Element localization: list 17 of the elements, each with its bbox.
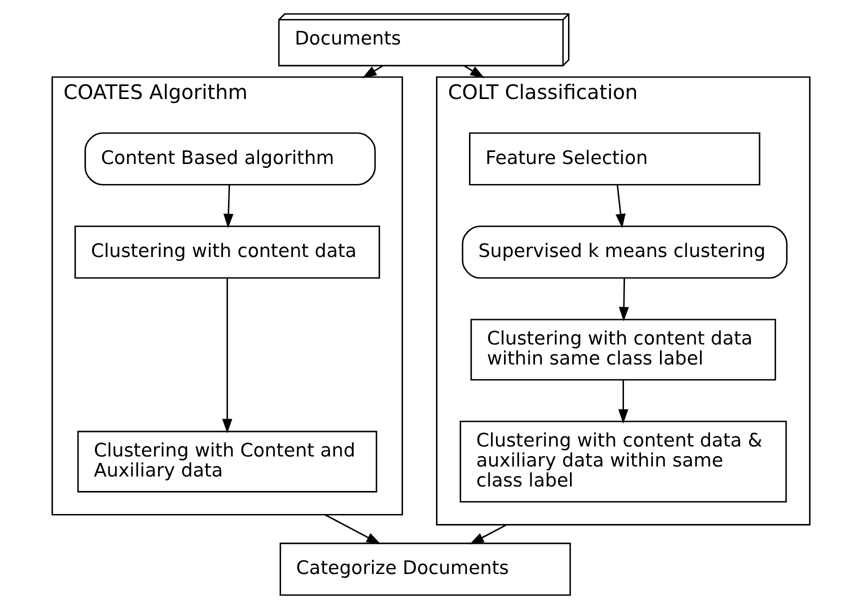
arrow <box>469 524 506 544</box>
node-box: Clustering with Content and Auxiliary data <box>76 430 377 492</box>
arrow <box>362 65 383 78</box>
node-box: Clustering with content data <box>74 226 380 279</box>
node-box: Supervised k means clustering <box>461 226 788 279</box>
node-box: Clustering with content data & auxiliary data within same class label <box>459 420 786 502</box>
arrow <box>222 184 233 228</box>
node-box: Clustering with content data within same class label <box>470 318 776 381</box>
arrow <box>618 380 628 424</box>
arrow <box>618 278 628 322</box>
arrow <box>324 514 380 544</box>
arrow <box>615 184 626 228</box>
arrow <box>463 65 484 78</box>
node-box: Feature Selection <box>468 132 760 186</box>
node-box: Content Based algorithm <box>84 132 376 186</box>
arrow <box>222 278 232 434</box>
node-box: Categorize Documents <box>279 542 570 596</box>
